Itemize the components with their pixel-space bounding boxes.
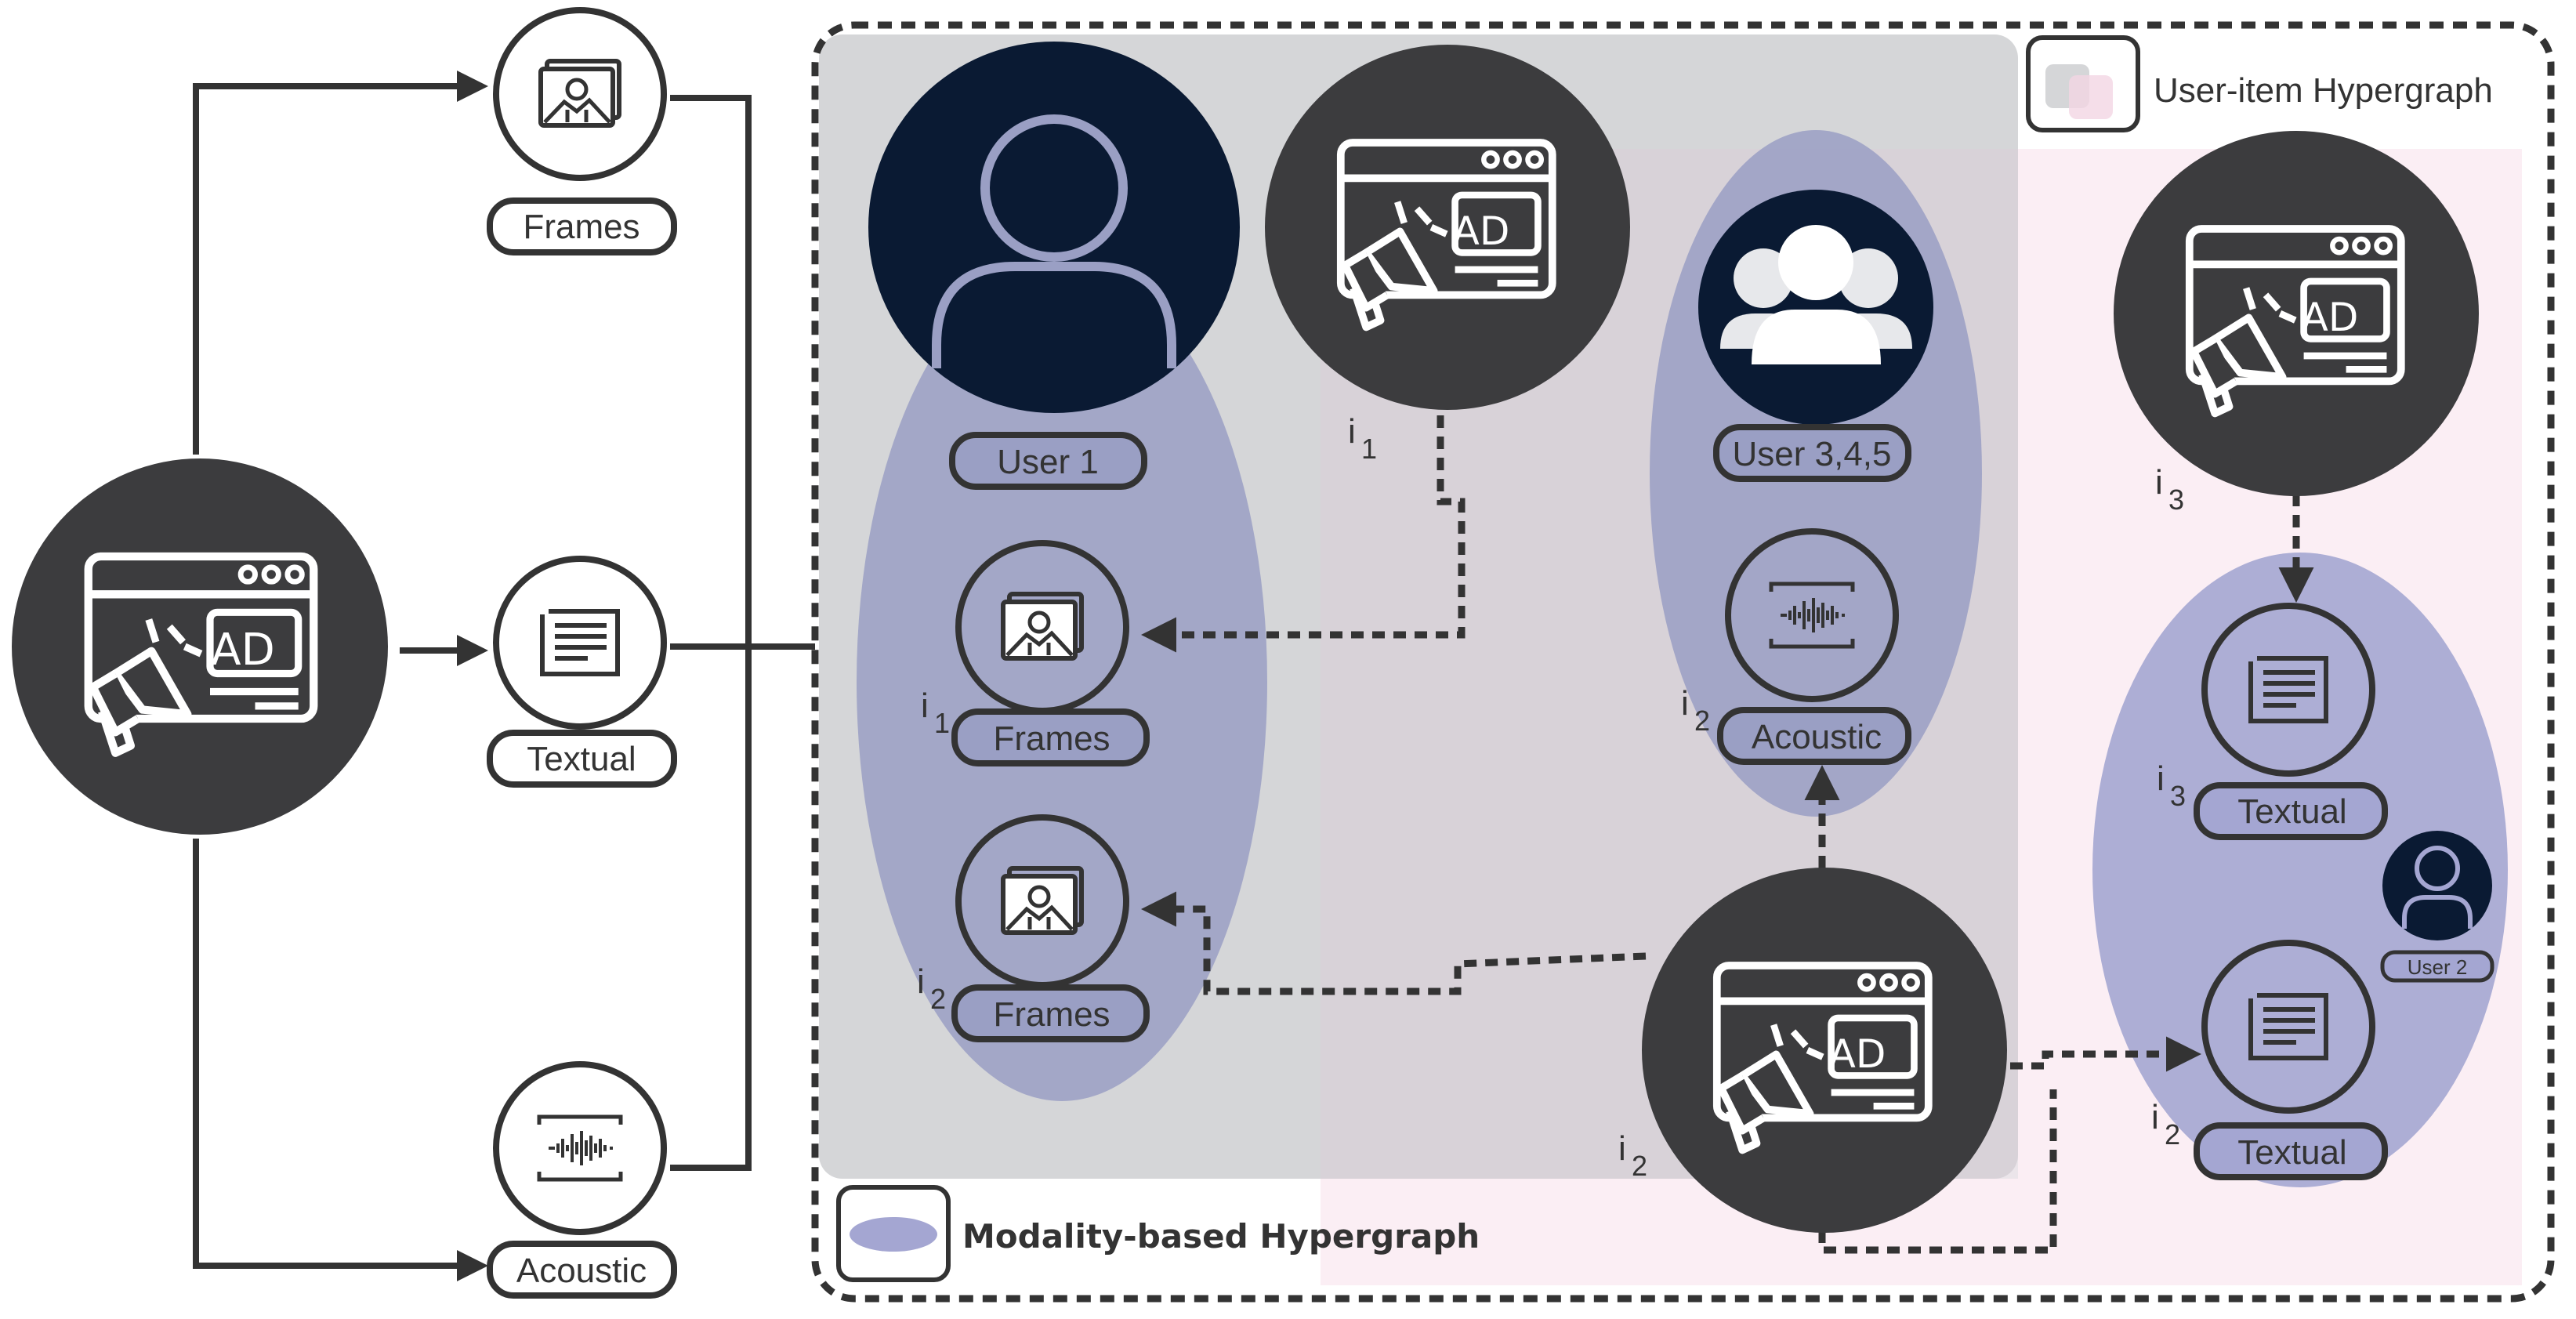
users345-acoustic-label: Acoustic bbox=[1752, 718, 1882, 756]
user1-item-b-sub: 2 bbox=[930, 983, 946, 1015]
users345-acoustic bbox=[1725, 528, 1899, 702]
ad-i3-badge: AD bbox=[2302, 295, 2359, 340]
source-ad-badge: AD bbox=[211, 625, 274, 676]
user2-textual-b-label: Textual bbox=[2237, 1133, 2346, 1172]
left-acoustic-node: Acoustic bbox=[487, 1061, 677, 1299]
users345-label: User 3,4,5 bbox=[1733, 435, 1892, 473]
legend-user-item: User-item Hypergraph bbox=[2026, 35, 2493, 132]
ad-i1-item-sub: 1 bbox=[1361, 433, 1377, 465]
legend-modality-label: Modality-based Hypergraph bbox=[962, 1217, 1480, 1256]
user1-item-a: i bbox=[921, 687, 929, 725]
user2-textual-a bbox=[2201, 603, 2375, 777]
legend-user-item-label: User-item Hypergraph bbox=[2154, 71, 2493, 110]
ad-i3-item: i bbox=[2155, 463, 2163, 502]
left-acoustic-label: Acoustic bbox=[516, 1252, 647, 1290]
ad-i1-badge: AD bbox=[1453, 208, 1510, 254]
user2-item-a-sub: 3 bbox=[2170, 780, 2186, 812]
user2-textual-a-label: Textual bbox=[2237, 792, 2346, 831]
user2-item-b: i bbox=[2151, 1098, 2159, 1136]
left-frames-node: Frames bbox=[487, 7, 677, 255]
ad-node-i1: AD bbox=[1265, 45, 1630, 410]
users345-item-sub: 2 bbox=[1694, 705, 1710, 737]
user1-frames-a-label: Frames bbox=[993, 719, 1110, 758]
ad-i3-item-sub: 3 bbox=[2168, 484, 2184, 516]
user2-textual-b bbox=[2201, 940, 2375, 1114]
user2-textual-b-pill bbox=[2194, 1122, 2388, 1180]
user1-label: User 1 bbox=[997, 443, 1099, 481]
user2-item-b-sub: 2 bbox=[2165, 1118, 2180, 1151]
user1-frames-a-pill bbox=[951, 708, 1150, 766]
user2-avatar bbox=[2382, 831, 2492, 940]
users345-avatar bbox=[1698, 190, 1933, 425]
ad-i1-item: i bbox=[1348, 412, 1356, 451]
left-textual-node: Textual bbox=[487, 556, 677, 788]
user1-item-a-sub: 1 bbox=[934, 707, 950, 739]
hypergraph-container bbox=[811, 21, 2555, 1303]
ad-i2-item: i bbox=[1618, 1129, 1626, 1168]
hyperedge-user2 bbox=[2092, 553, 2508, 1187]
user2-item-a: i bbox=[2157, 759, 2165, 798]
left-connectors bbox=[193, 71, 815, 1281]
ad-node-i3: AD bbox=[2114, 131, 2479, 496]
ad-i2-badge: AD bbox=[1829, 1031, 1886, 1077]
dotted-connectors bbox=[1141, 415, 2314, 1254]
user1-item-b: i bbox=[917, 962, 925, 1001]
users345-label-pill bbox=[1713, 424, 1911, 482]
user1-frames-b-label: Frames bbox=[993, 995, 1110, 1034]
ad-i2-item-sub: 2 bbox=[1632, 1150, 1647, 1182]
left-textual-label: Textual bbox=[527, 740, 636, 778]
source-ad-node: AD bbox=[12, 458, 388, 835]
user1-avatar bbox=[868, 42, 1240, 413]
user1-frames-b-pill bbox=[951, 984, 1150, 1042]
user2-label: User 2 bbox=[2408, 955, 2468, 979]
left-frames-label: Frames bbox=[523, 208, 639, 246]
user2-textual-a-pill bbox=[2194, 782, 2388, 840]
user1-label-pill bbox=[949, 432, 1147, 490]
users345-item: i bbox=[1681, 684, 1689, 723]
users345-acoustic-pill bbox=[1717, 707, 1911, 765]
ad-node-i2: AD bbox=[1642, 868, 2007, 1233]
user2-label-pill bbox=[2380, 950, 2494, 983]
legend-modality: Modality-based Hypergraph bbox=[836, 1185, 1480, 1282]
